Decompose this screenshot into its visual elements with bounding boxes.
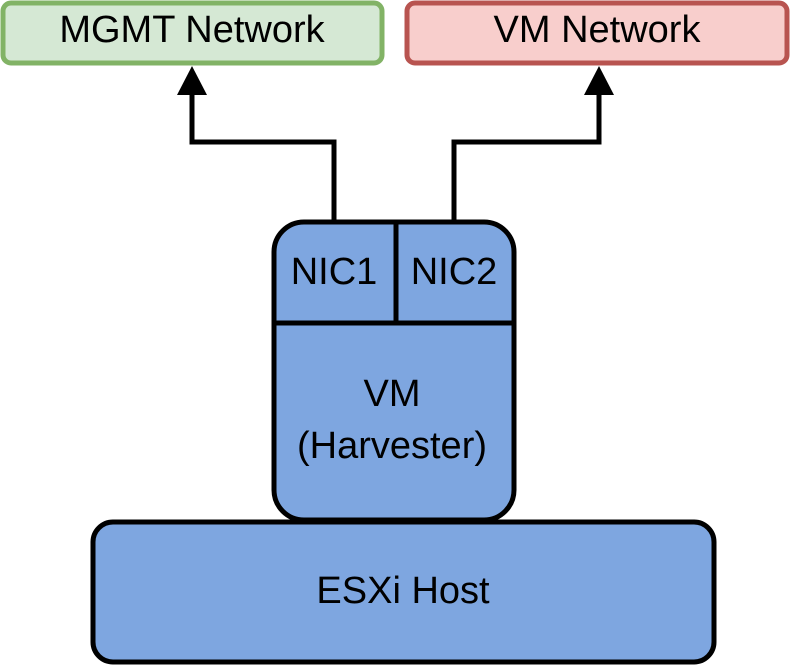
connector-nic1-to-mgmt — [177, 66, 337, 222]
vm-network-label: VM Network — [494, 9, 702, 51]
arrowhead-icon — [584, 66, 614, 95]
mgmt-network-node: MGMT Network — [0, 0, 385, 66]
connector-line — [451, 92, 602, 222]
esxi-host-label: ESXi Host — [316, 570, 490, 612]
mgmt-network-label: MGMT Network — [59, 9, 325, 51]
vm-network-box — [404, 0, 790, 66]
vm-title-line2: (Harvester) — [297, 425, 487, 467]
esxi-host-node: ESXi Host — [90, 519, 717, 665]
esxi-host-box — [90, 519, 717, 665]
nic1-label: NIC1 — [291, 251, 378, 293]
connector-line — [189, 92, 337, 222]
nic2-label: NIC2 — [411, 251, 498, 293]
vm-network-node: VM Network — [404, 0, 790, 66]
mgmt-network-box — [0, 0, 385, 66]
connector-nic2-to-vm-network — [451, 66, 614, 222]
vm-node: NIC1 NIC2 VM (Harvester) — [271, 219, 517, 523]
arrowhead-icon — [177, 66, 207, 95]
vm-title-line1: VM — [364, 373, 421, 415]
